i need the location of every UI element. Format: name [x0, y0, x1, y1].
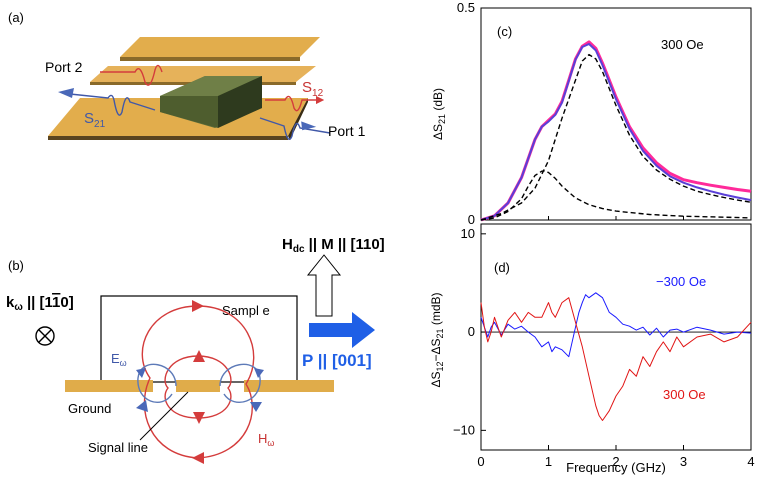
- hdc-label: Hdc || M || [110]: [282, 236, 385, 255]
- e-arrow-4: [250, 402, 262, 412]
- y-tick-label: 0.5: [457, 0, 475, 15]
- series-line-component-main: [480, 53, 752, 221]
- panel-c-label: (c): [497, 24, 512, 39]
- e-arrow-1: [136, 368, 146, 378]
- sample-label: Sampl e: [222, 303, 270, 318]
- chart-d-ylabel: ΔS12−ΔS21 (mdB): [429, 292, 445, 387]
- back-strip: [120, 37, 320, 57]
- s21-wave-right: [259, 117, 331, 140]
- h-arrow-top: [192, 300, 204, 312]
- sample-block-front: [160, 96, 218, 128]
- hdc-arrow: [306, 254, 342, 317]
- signal-line-pointer: [139, 391, 189, 441]
- s21-label: S21: [84, 110, 106, 130]
- s21-arrowhead: [58, 88, 74, 98]
- panel-b-label: (b): [8, 258, 24, 273]
- chart-d-frame: [480, 223, 752, 451]
- chart-d-pos-label: 300 Oe: [663, 387, 706, 402]
- y-tick-label: 10: [461, 226, 475, 241]
- s21-wave-left: [69, 93, 156, 116]
- polarization-label: P || [001]: [302, 351, 372, 370]
- port1-arrowhead: [301, 121, 317, 131]
- sample-block-top: [160, 76, 262, 96]
- signal-line-label: Signal line: [88, 440, 148, 455]
- ground-plate-right: [244, 380, 334, 392]
- back-strip-edge: [120, 57, 300, 61]
- y-tick-label: 0: [468, 212, 475, 227]
- sample-block-side: [218, 76, 262, 128]
- panel-b: (b) Hdc || M || [110] kω || [110] Sampl …: [6, 236, 385, 464]
- x-tick-label: 0: [477, 454, 484, 469]
- ground-label: Ground: [68, 401, 111, 416]
- h-omega-label: Hω: [258, 431, 274, 448]
- e-arrow-2: [136, 400, 148, 412]
- series-line-measured: [480, 40, 752, 222]
- h-arrow-inner-bottom: [193, 412, 205, 424]
- e-omega-label: Eω: [111, 351, 127, 368]
- port2-label: Port 2: [45, 59, 83, 75]
- panel-d-label: (d): [494, 260, 510, 275]
- s12-label: S12: [302, 79, 324, 99]
- s12-wave-left: [100, 64, 163, 86]
- chart-d: (d) −300 Oe 300 Oe 10 0 −10 0 1 2 3 4 ΔS12−ΔS21…: [429, 223, 755, 475]
- chart-c-ylabel: ΔS21 (dB): [431, 88, 447, 140]
- series-line-component-low: [480, 170, 752, 221]
- front-strip-edge: [48, 136, 288, 140]
- s12-wave-right: [265, 95, 325, 112]
- k-label: kω || [110]: [6, 294, 74, 313]
- ground-plate-left: [65, 380, 153, 392]
- series-line-fit: [480, 43, 752, 221]
- panel-a: (a) Port 2 Port 1 S21 S12: [8, 10, 366, 140]
- chart-c: (c) 300 Oe 0 0.5 ΔS21 (dB): [431, 0, 752, 227]
- signal-plate: [176, 380, 220, 392]
- port1-label: Port 1: [328, 123, 366, 139]
- y-tick-label: −10: [453, 422, 475, 437]
- x-tick-label: 4: [747, 454, 754, 469]
- e-field-right: [219, 363, 261, 403]
- panel-a-label: (a): [8, 10, 24, 25]
- into-page-icon: [35, 326, 55, 346]
- chart-c-frame: [480, 7, 752, 221]
- e-arrow-3: [254, 368, 264, 378]
- series-line--300-oe: [480, 292, 752, 358]
- h-arrow-bottom: [192, 452, 204, 464]
- chart-d-xlabel: Frequency (GHz): [566, 460, 666, 475]
- series-line-300-oe: [480, 297, 752, 421]
- chart-d-neg-label: −300 Oe: [656, 274, 706, 289]
- x-tick-label: 2: [612, 454, 619, 469]
- x-tick-label: 1: [545, 454, 552, 469]
- e-field-left: [137, 363, 177, 403]
- x-tick-label: 3: [680, 454, 687, 469]
- polarization-arrow: [309, 312, 375, 348]
- chart-c-field-label: 300 Oe: [661, 37, 704, 52]
- y-tick-label: 0: [468, 324, 475, 339]
- h-arrow-inner-top: [193, 350, 205, 362]
